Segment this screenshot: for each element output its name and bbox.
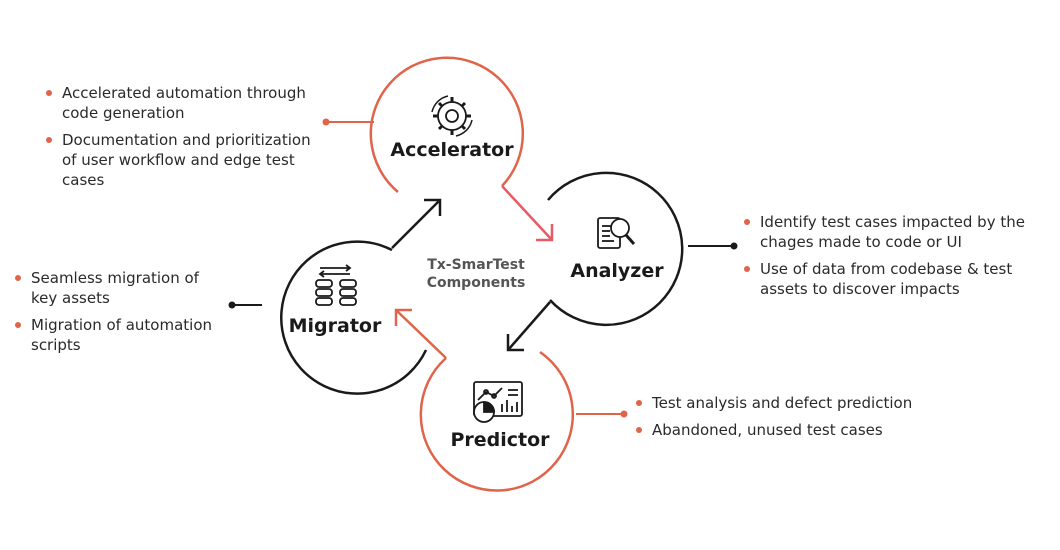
- analyzer-label: Analyzer: [570, 260, 664, 282]
- center-title-line2: Components: [426, 275, 526, 291]
- bullet-dot: [46, 137, 52, 143]
- arrow-analyzer-to-predictor: [506, 301, 551, 352]
- database-migration-icon: [315, 264, 357, 306]
- list-item: Accelerated automation through code gene…: [46, 83, 326, 123]
- bullet-dot: [636, 400, 642, 406]
- list-item: Seamless migration of key assets: [15, 268, 225, 308]
- connector-migrator: [228, 301, 262, 309]
- bullet-dot: [15, 275, 21, 281]
- accelerator-label: Accelerator: [390, 139, 514, 161]
- list-item: Abandoned, unused test cases: [636, 420, 956, 440]
- list-item: Migration of automation scripts: [15, 315, 225, 355]
- bullet-dot: [636, 427, 642, 433]
- connector-analyzer: [688, 242, 738, 250]
- gear-icon: [431, 95, 473, 137]
- arrow-accelerator-to-analyzer: [501, 185, 554, 242]
- connector-accelerator: [322, 118, 374, 126]
- bullet-dot: [46, 90, 52, 96]
- center-title: Tx-SmarTest Components: [406, 256, 546, 292]
- arrow-migrator-to-accelerator: [391, 198, 442, 249]
- migrator-arc: [280, 240, 428, 395]
- arrow-predictor-to-migrator: [394, 308, 447, 359]
- predictor-points: Test analysis and defect prediction Aban…: [636, 393, 956, 447]
- list-item: Use of data from codebase & test assets …: [744, 259, 1044, 299]
- accelerator-points: Accelerated automation through code gene…: [46, 83, 326, 197]
- bullet-dot: [744, 219, 750, 225]
- predictor-label: Predictor: [450, 429, 550, 451]
- analyzer-points: Identify test cases impacted by the chag…: [744, 212, 1044, 306]
- document-search-icon: [597, 217, 636, 249]
- list-item: Identify test cases impacted by the chag…: [744, 212, 1044, 252]
- analytics-dashboard-icon: [473, 381, 523, 423]
- migrator-points: Seamless migration of key assets Migrati…: [15, 268, 225, 362]
- analyzer-arc: [547, 171, 684, 327]
- predictor-arc: [419, 350, 575, 492]
- bullet-dot: [15, 322, 21, 328]
- bullet-dot: [744, 266, 750, 272]
- list-item: Test analysis and defect prediction: [636, 393, 956, 413]
- connector-predictor: [576, 410, 628, 418]
- migrator-label: Migrator: [288, 315, 382, 337]
- accelerator-arc: [369, 56, 525, 193]
- list-item: Documentation and prioritization of user…: [46, 130, 326, 190]
- center-title-line1: Tx-SmarTest: [427, 257, 525, 273]
